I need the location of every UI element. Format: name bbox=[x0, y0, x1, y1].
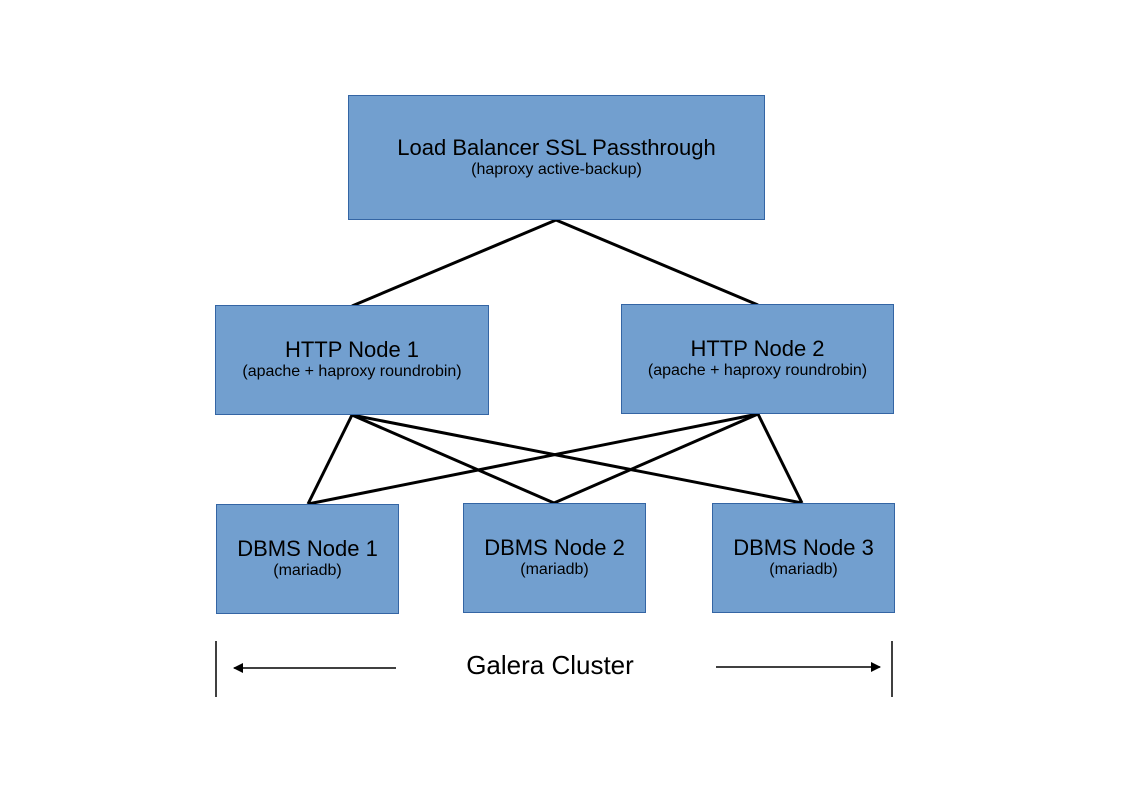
dbms-node-3-title: DBMS Node 3 bbox=[733, 535, 874, 560]
dbms-node-1-title: DBMS Node 1 bbox=[237, 536, 378, 561]
http1-to-db2-link bbox=[351, 413, 555, 505]
dbms-node-3-box: DBMS Node 3 (mariadb) bbox=[712, 503, 895, 613]
http2-to-db2-link bbox=[553, 412, 759, 505]
dbms-node-2-box: DBMS Node 2 (mariadb) bbox=[463, 503, 646, 613]
http-node-2-subtitle: (apache + haproxy roundrobin) bbox=[647, 362, 868, 379]
http-node-1-title: HTTP Node 1 bbox=[284, 337, 420, 362]
http-node-2-title: HTTP Node 2 bbox=[690, 336, 825, 361]
load-balancer-title: Load Balancer SSL Passthrough bbox=[397, 134, 716, 160]
http-node-1-box: HTTP Node 1 (apache + haproxy roundrobin… bbox=[215, 305, 489, 415]
load-balancer-box: Load Balancer SSL Passthrough (haproxy a… bbox=[348, 95, 765, 220]
http1-to-db1-link bbox=[306, 414, 354, 505]
galera-cluster-label: Galera Cluster bbox=[466, 650, 634, 680]
dbms-node-1-subtitle: (mariadb) bbox=[273, 562, 342, 579]
dbms-node-2-title: DBMS Node 2 bbox=[484, 535, 625, 560]
lb-to-http1-link bbox=[351, 218, 557, 308]
dbms-node-2-subtitle: (mariadb) bbox=[520, 561, 589, 578]
http2-to-db3-link bbox=[756, 413, 804, 504]
dbms-node-3-subtitle: (mariadb) bbox=[769, 561, 838, 578]
http1-to-db3-link bbox=[351, 413, 803, 505]
http-node-1-subtitle: (apache + haproxy roundrobin) bbox=[242, 363, 462, 380]
load-balancer-subtitle: (haproxy active-backup) bbox=[471, 160, 642, 178]
http2-to-db1-link bbox=[307, 412, 759, 506]
lb-to-http2-link bbox=[555, 218, 759, 307]
http-node-2-box: HTTP Node 2 (apache + haproxy roundrobin… bbox=[621, 304, 894, 414]
dbms-node-1-box: DBMS Node 1 (mariadb) bbox=[216, 504, 399, 614]
